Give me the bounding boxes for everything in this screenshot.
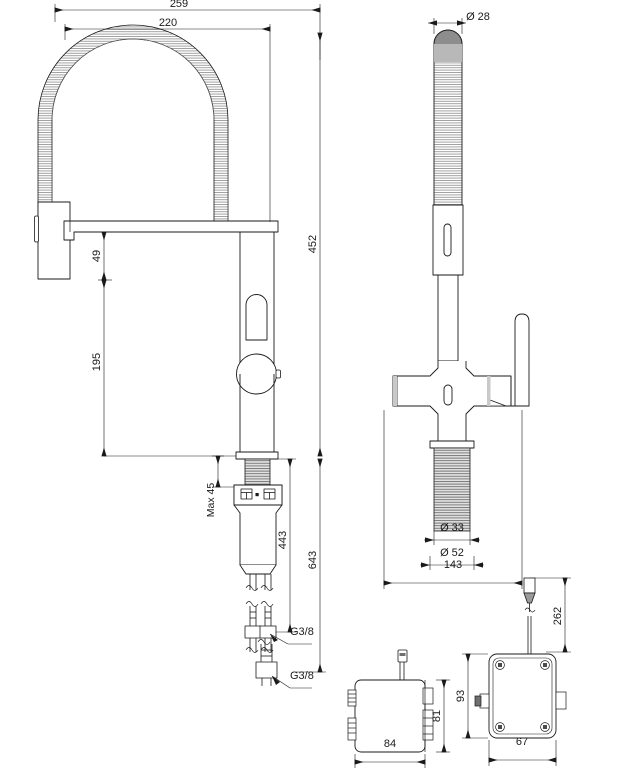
dimension-220: 220 [64, 17, 271, 222]
dimension-259-label: 259 [170, 0, 188, 10]
dimension-67-label: 67 [516, 736, 528, 748]
dimension-195-label: 195 [91, 353, 103, 371]
dimension-49-label: 49 [91, 250, 103, 262]
dimension-443-label: 443 [277, 531, 289, 549]
dimension-262-label: 262 [552, 607, 564, 625]
threaded-shank [244, 458, 271, 486]
sprayhead-housing [432, 204, 464, 276]
dimension-643-label: 643 [307, 551, 319, 569]
dimension-643: 643 [296, 458, 326, 673]
dimension-dia-52: Ø 52 [420, 547, 484, 570]
side-elevation-view [392, 29, 530, 532]
lower-supply-connector [255, 639, 278, 686]
dimension-81: 81 [431, 679, 450, 753]
dimension-49: 49 [91, 231, 112, 281]
dimension-max-45-label: Max 45 [205, 483, 217, 518]
dimension-452-label: 452 [307, 235, 319, 253]
front-view-dimensions: 259 220 49 195 452 [54, 0, 326, 689]
dimension-dia-28-label: Ø 28 [466, 11, 490, 23]
callout-g38-upper-label: G3/8 [290, 626, 314, 638]
side-threaded-shank [429, 440, 475, 532]
mixer-body-hub [392, 361, 512, 471]
dimension-dia-28: Ø 28 [428, 11, 490, 34]
corner-screws [495, 660, 550, 732]
control-box-side-view [347, 649, 434, 753]
control-box-front-dimensions: 93 67 [455, 653, 557, 766]
dimension-84-label: 84 [384, 738, 396, 750]
dimension-143-label: 143 [444, 559, 462, 571]
front-elevation-view [34, 24, 283, 686]
callout-g38-upper: G3/8 [269, 626, 314, 645]
dimension-67: 67 [488, 736, 557, 766]
dimension-93: 93 [455, 653, 488, 739]
lever-handle [487, 313, 530, 407]
mounting-bracket [233, 484, 283, 575]
spout-column [235, 231, 281, 460]
callout-g38-lower-label: G3/8 [290, 670, 314, 682]
dimension-143: 143 [383, 410, 523, 589]
dimension-443: 443 [276, 458, 296, 633]
spray-head [433, 29, 463, 206]
dimension-dia-33-label: Ø 33 [440, 522, 464, 534]
dimension-262: 262 [530, 577, 571, 653]
dimension-220-label: 220 [159, 17, 177, 29]
dimension-81-label: 81 [431, 710, 443, 722]
callout-g38-lower: G3/8 [271, 670, 314, 689]
control-box-front-view [474, 653, 567, 739]
handle-body-assembly [34, 201, 279, 280]
spout-tube [437, 274, 459, 362]
dimension-max-45: Max 45 [205, 455, 234, 518]
side-view-dimensions: Ø 28 Ø 33 Ø 52 143 [383, 11, 571, 653]
dimension-dia-33: Ø 33 [424, 522, 480, 545]
control-box-side-dimensions: 81 84 [354, 679, 450, 768]
dimension-84: 84 [354, 738, 426, 768]
dimension-dia-52-label: Ø 52 [440, 547, 464, 559]
dimension-452: 452 [307, 32, 323, 457]
dimension-195: 195 [91, 279, 236, 457]
dimension-93-label: 93 [455, 690, 467, 702]
